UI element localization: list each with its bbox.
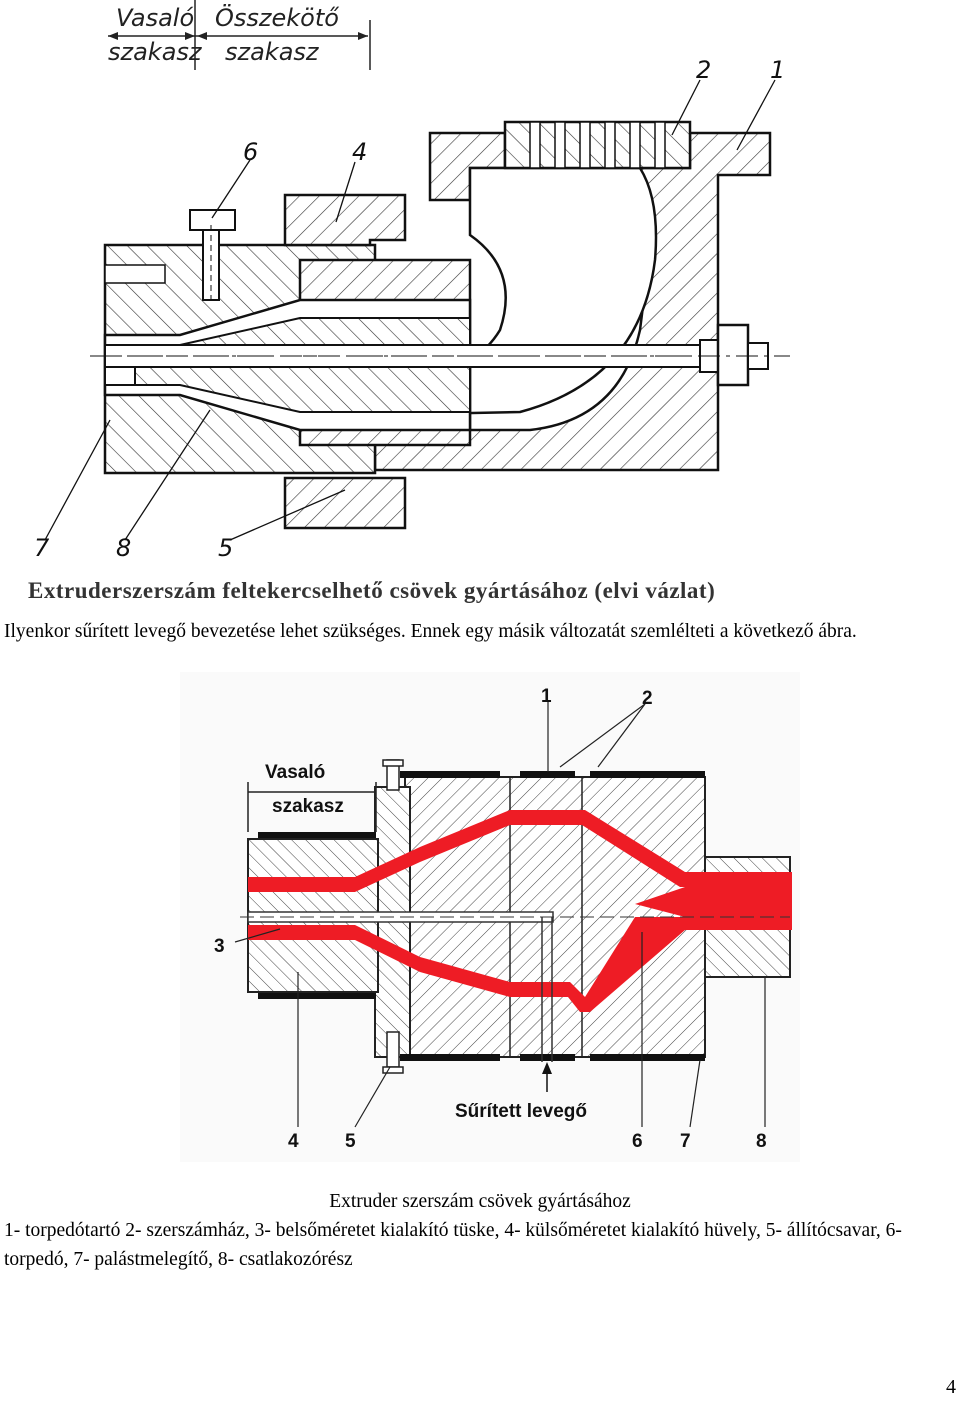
fig2-callout-2: 2 <box>642 688 653 709</box>
fig2-callout-6: 6 <box>632 1131 643 1152</box>
callout-1: 1 <box>770 56 785 84</box>
callout-7: 7 <box>34 534 50 562</box>
fig2-callout-7: 7 <box>680 1131 691 1152</box>
figure-1-drawing: Vasaló szakasz Összekötő szakasz <box>34 0 790 562</box>
section-dimension-header <box>108 0 371 70</box>
adjusting-screws <box>382 759 404 1074</box>
figure-1-caption: Extruderszerszám feltekercselhető csövek… <box>28 578 716 603</box>
figure-2-caption: Extruder szerszám csövek gyártásához 1- … <box>0 1187 960 1274</box>
figure-2-leaders <box>234 702 766 1128</box>
fig2-callout-4: 4 <box>288 1131 299 1152</box>
heater-screw <box>104 264 166 284</box>
callout-4: 4 <box>352 138 367 166</box>
fig2-callout-5: 5 <box>345 1131 356 1152</box>
fig2-callout-3: 3 <box>214 936 225 957</box>
leader-lines <box>44 79 776 541</box>
adjusting-bolt <box>189 209 236 301</box>
figure-2-legend: 1- torpedótartó 2- szerszámház, 3- belső… <box>4 1220 902 1270</box>
vasalo-label-line2: szakasz <box>272 796 344 817</box>
callout-6: 6 <box>243 138 258 166</box>
header-left-line2: szakasz <box>108 38 203 66</box>
page-number: 4 <box>946 1376 956 1398</box>
air-label: Sűrített levegő <box>455 1101 587 1122</box>
heater-bands <box>258 771 705 1061</box>
fig2-callout-8: 8 <box>756 1131 767 1152</box>
fig2-callout-1: 1 <box>541 686 552 707</box>
vasalo-label-line1: Vasaló <box>265 762 325 783</box>
figure-2-title: Extruder szerszám csövek gyártásához <box>329 1191 631 1212</box>
callout-8: 8 <box>116 534 131 562</box>
air-pipe <box>541 917 553 1062</box>
vasalo-dimension <box>247 782 377 832</box>
body-paragraph: Ilyenkor sűrített levegő bevezetése lehe… <box>4 621 857 642</box>
slotted-ring <box>503 120 692 170</box>
air-inlet-arrow <box>542 1062 552 1092</box>
header-left-line1: Vasaló <box>116 4 194 32</box>
callout-5: 5 <box>218 534 233 562</box>
melt-flow <box>248 810 792 1012</box>
callout-2: 2 <box>696 56 711 84</box>
figure-2-drawing: Vasaló szakasz Sűrített levegő 1 2 3 4 5… <box>180 672 800 1162</box>
header-right-line2: szakasz <box>225 38 320 66</box>
header-right-line1: Összekötő <box>215 3 339 32</box>
